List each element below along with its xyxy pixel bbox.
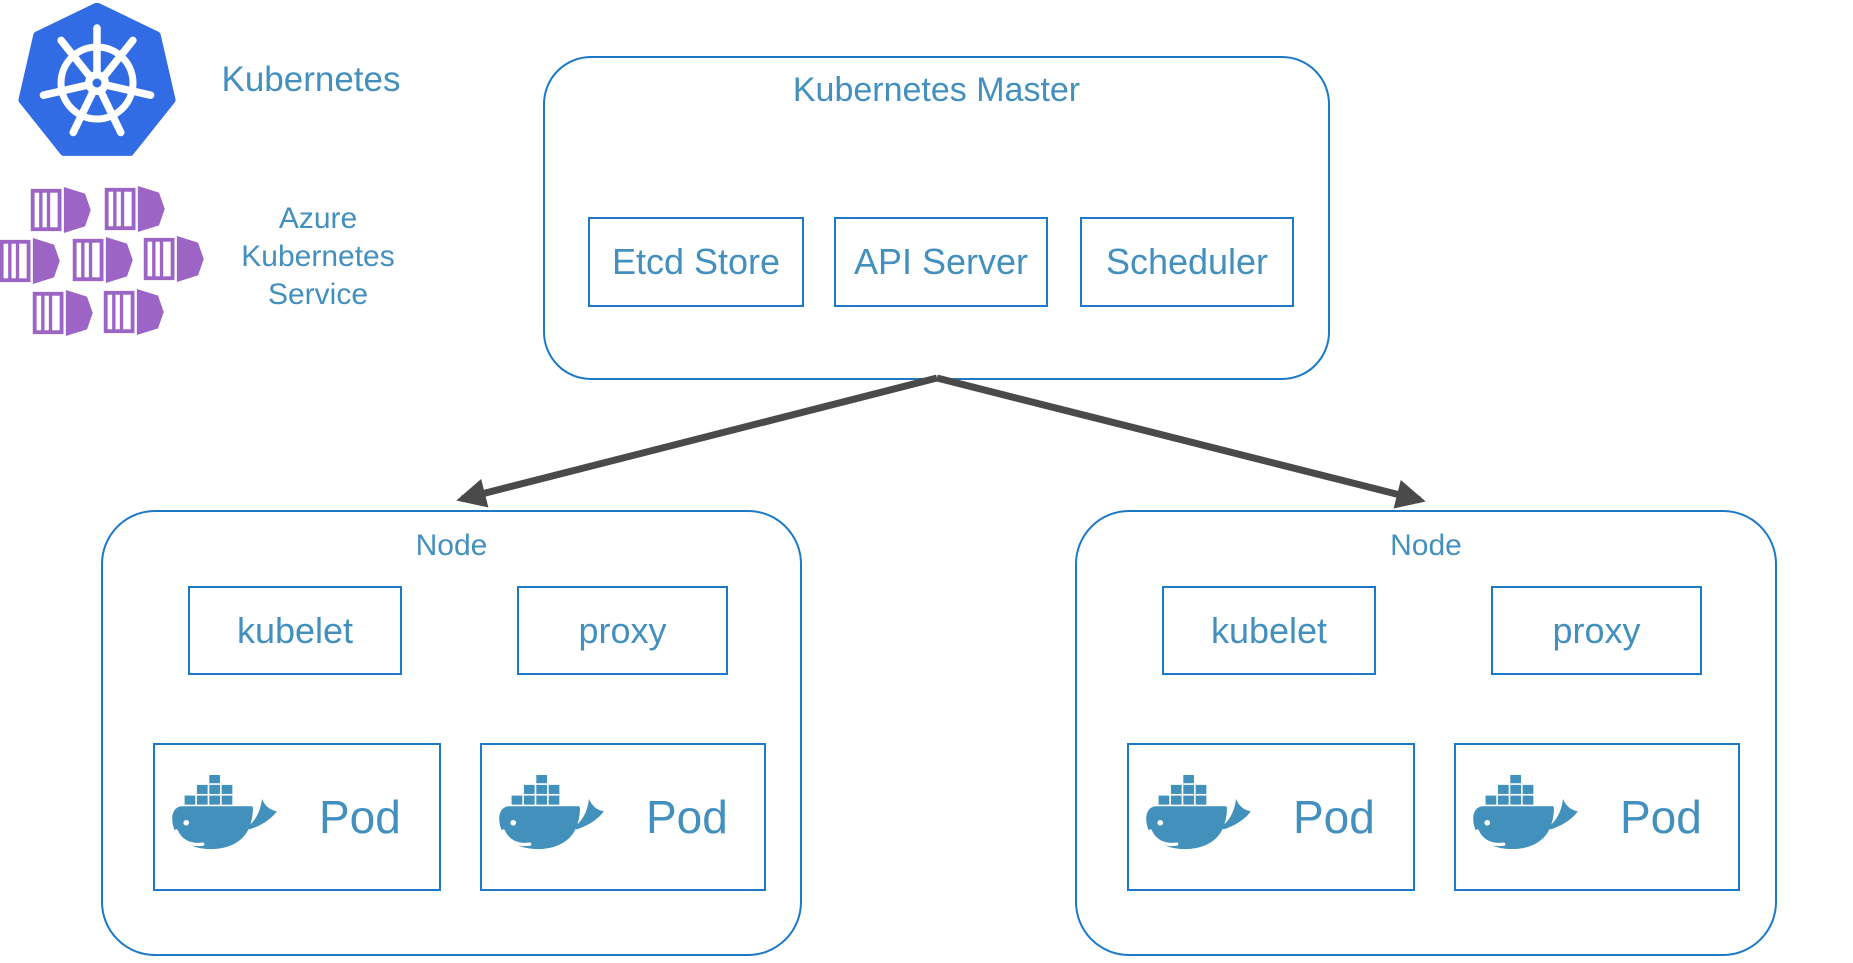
docker-whale-icon [1145,775,1257,859]
docker-whale-icon [171,775,283,859]
arrow-master-to-right-node [936,374,1426,509]
pod-box: Pod [153,743,441,891]
kubernetes-logo-icon [18,3,176,156]
pod-label: Pod [319,791,401,843]
docker-whale-icon [1472,775,1584,859]
aks-icon [0,185,206,337]
pod-box: Pod [1454,743,1740,891]
docker-whale-icon [498,775,610,859]
kubernetes-label: Kubernetes [221,60,401,99]
kubernetes-master-box: Kubernetes Master Etcd Store API Server … [543,56,1330,380]
pod-label: Pod [1293,791,1375,843]
pod-label: Pod [1620,791,1702,843]
kubelet-box: kubelet [1162,586,1376,675]
api-server-box: API Server [834,217,1048,307]
proxy-box: proxy [517,586,728,675]
node-title: Node [1390,529,1462,562]
proxy-box: proxy [1491,586,1702,675]
aks-label-line1: Azure [278,202,358,235]
pod-box: Pod [1127,743,1415,891]
pod-box: Pod [480,743,766,891]
etcd-store-box: Etcd Store [588,217,804,307]
node-title: Node [415,529,488,562]
scheduler-box: Scheduler [1080,217,1294,307]
pod-label: Pod [646,791,728,843]
node-box-right: Node kubelet proxy Pod Pod [1075,510,1777,956]
arrow-master-to-left-node [456,374,938,508]
node-box-left: Node kubelet proxy Pod Pod [101,510,802,956]
aks-label: Azure Kubernetes Service [225,200,411,314]
master-title: Kubernetes Master [792,71,1081,109]
aks-label-line3: Service [267,278,369,311]
aks-label-line2: Kubernetes [241,240,395,273]
kubelet-box: kubelet [188,586,402,675]
